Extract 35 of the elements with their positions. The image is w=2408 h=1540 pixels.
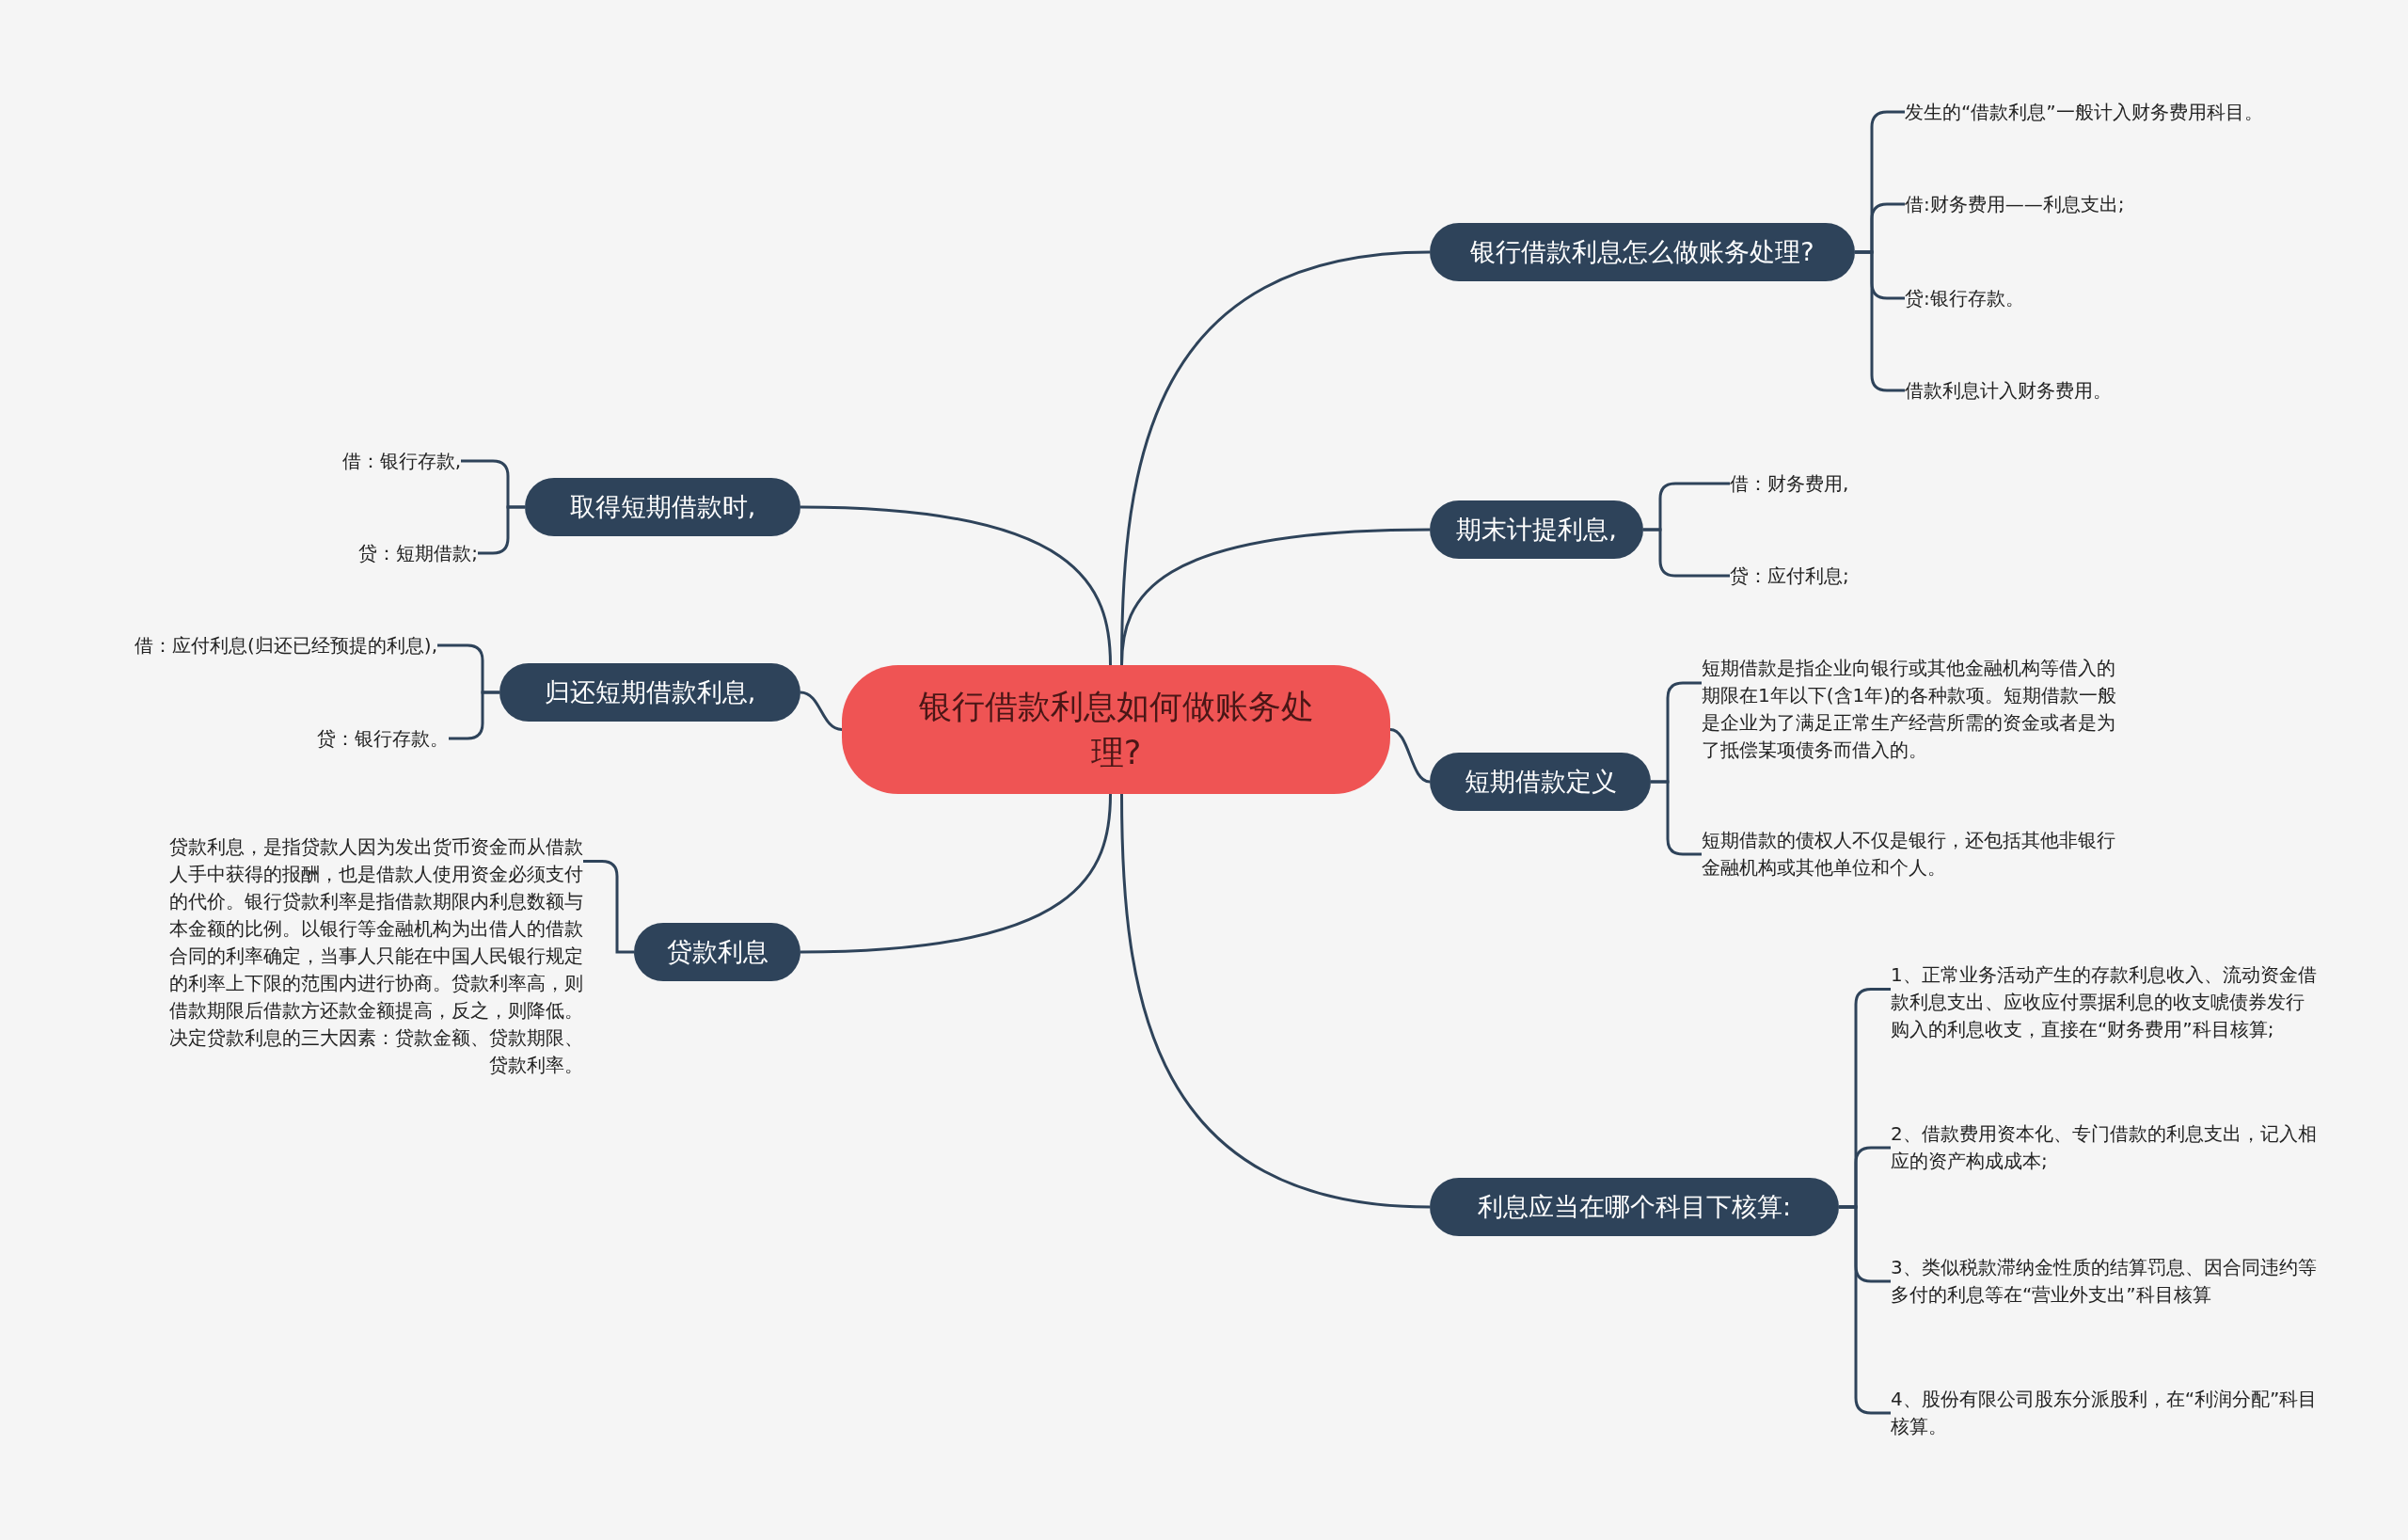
note-text: 4、股份有限公司股东分派股利，在“利润分配”科目核算。 [1891, 1386, 2319, 1440]
note-text: 贷：短期借款; [358, 539, 478, 567]
topic-label: 期末计提利息, [1456, 514, 1617, 546]
bracket-connector [1643, 528, 1730, 578]
branch-connector [1389, 728, 1431, 784]
branch-connector [800, 793, 1112, 954]
note-text: 借：财务费用, [1730, 469, 1849, 498]
bracket-connector [1839, 1205, 1891, 1415]
bracket-connector [1651, 780, 1702, 856]
note-text: 借：应付利息(归还已经预提的利息), [135, 631, 437, 659]
note-text: 贷：应付利息; [1730, 562, 1849, 590]
bracket-connector [583, 860, 634, 954]
topic-label: 银行借款利息如何做账务处理? [917, 686, 1315, 773]
note-text: 发生的“借款利息”一般计入财务费用科目。 [1905, 98, 2263, 126]
note-text: 借：银行存款, [341, 447, 461, 475]
branch-connector [1120, 528, 1431, 666]
branch-connector [800, 505, 1112, 666]
branch-connector [800, 691, 843, 731]
topic-label: 取得短期借款时, [569, 491, 756, 523]
note-text: 1、正常业务活动产生的存款利息收入、流动资金借款利息支出、应收应付票据利息的收支唬债券发行购入的利息收支，直接在“财务费用”科目核算; [1891, 961, 2319, 1043]
note-text: 贷款利息，是指贷款人因为发出货币资金而从借款人手中获得的报酬，也是借款人使用资金必须支付的代价。银行贷款利率是指借款期限内利息数额与本金额的比例。以银行等金融机构为出借人的借款合同的利率确定，当事人只能在中国人民银行规定的利率上下限的范围内进行协商。贷款利率高，则借款期限后借款方还款金额提高，反之，则降低。决定贷款利息的三大因素：贷款金额、贷款期限、贷款利率。 [164, 833, 583, 1079]
note-text: 借:财务费用——利息支出; [1905, 190, 2125, 218]
branch-connector [1120, 793, 1431, 1209]
note-text: 2、借款费用资本化、专门借款的利息支出，记入相应的资产构成成本; [1891, 1120, 2319, 1175]
topic-label: 短期借款定义 [1464, 766, 1617, 798]
note-text: 贷:银行存款。 [1905, 284, 2024, 312]
note-text: 短期借款的债权人不仅是银行，还包括其他非银行金融机构或其他单位和个人。 [1702, 827, 2125, 881]
topic-label: 归还短期借款利息, [544, 676, 756, 708]
topic-label: 贷款利息 [666, 936, 768, 968]
note-text: 贷：银行存款。 [317, 724, 449, 753]
note-text: 3、类似税款滞纳金性质的结算罚息、因合同违约等多付的利息等在“营业外支出”科目核算 [1891, 1254, 2319, 1309]
topic-label: 利息应当在哪个科目下核算: [1477, 1191, 1792, 1223]
note-text: 借款利息计入财务费用。 [1905, 376, 2112, 405]
topic-label: 银行借款利息怎么做账务处理? [1470, 236, 1814, 268]
note-text: 短期借款是指企业向银行或其他金融机构等借入的期限在1年以下(含1年)的各种款项。短期借款一般是企业为了满足正常生产经营所需的资金或者是为了抵偿某项债务而借入的。 [1702, 655, 2125, 764]
